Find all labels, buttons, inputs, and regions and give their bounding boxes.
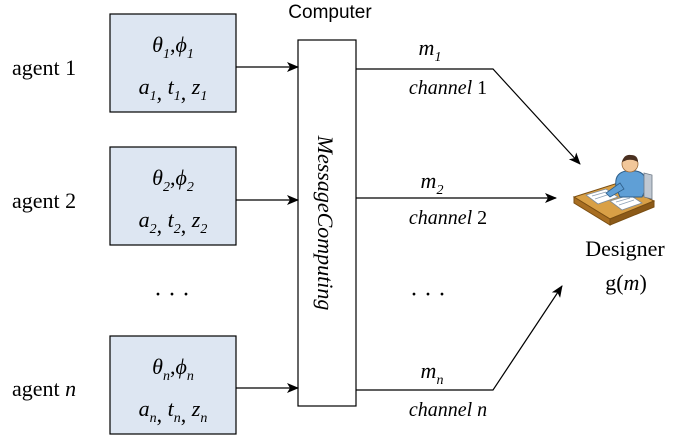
message-label-n: mn [421,358,444,388]
message-computing-box [297,39,357,407]
channel-label-1: channel 1 [409,77,487,99]
channel-arrow-n [356,285,563,391]
designer-function: g(m) [605,270,647,295]
channel-row-2: m2 channel 2 [356,168,557,229]
agent-ellipsis: · · · [154,282,190,308]
agent-label-1: agent 1 [12,55,76,80]
channel-label-n: channel n [409,399,487,421]
message-computing-label: MessageComputing [313,135,338,311]
agent-vars-1: a1, t1, z1 [139,74,208,105]
channel-row-n: mn channel n [356,285,563,421]
channel-arrow-1 [356,68,581,165]
channel-label-2: channel 2 [409,207,487,229]
message-label-2: m2 [421,168,444,198]
agent-params-2: θ2,ϕ2 [152,165,194,195]
designer-at-desk-icon [572,154,656,226]
agent-params-1: θ1,ϕ1 [152,32,194,62]
agent-row-2: agent 2 θ2,ϕ2 a2, t2, z2 [12,146,299,246]
agent-row-1: agent 1 θ1,ϕ1 a1, t1, z1 [12,13,299,113]
agent-box-1 [109,13,237,113]
agent-label-n: agent n [12,376,76,401]
agent-vars-2: a2, t2, z2 [139,207,208,238]
agent-box-n [109,335,237,435]
agent-box-2 [109,146,237,246]
computer-title: Computer [288,2,372,23]
channel-row-1: m1 channel 1 [356,35,581,165]
agent-vars-n: an, tn, zn [139,396,208,427]
designer-label: Designer [585,236,665,261]
agent-label-2: agent 2 [12,188,76,213]
agent-row-n: agent n θn,ϕn an, tn, zn [12,335,299,435]
agent-params-n: θn,ϕn [152,354,194,384]
channel-ellipsis: · · · [410,282,446,308]
message-label-1: m1 [419,35,442,65]
